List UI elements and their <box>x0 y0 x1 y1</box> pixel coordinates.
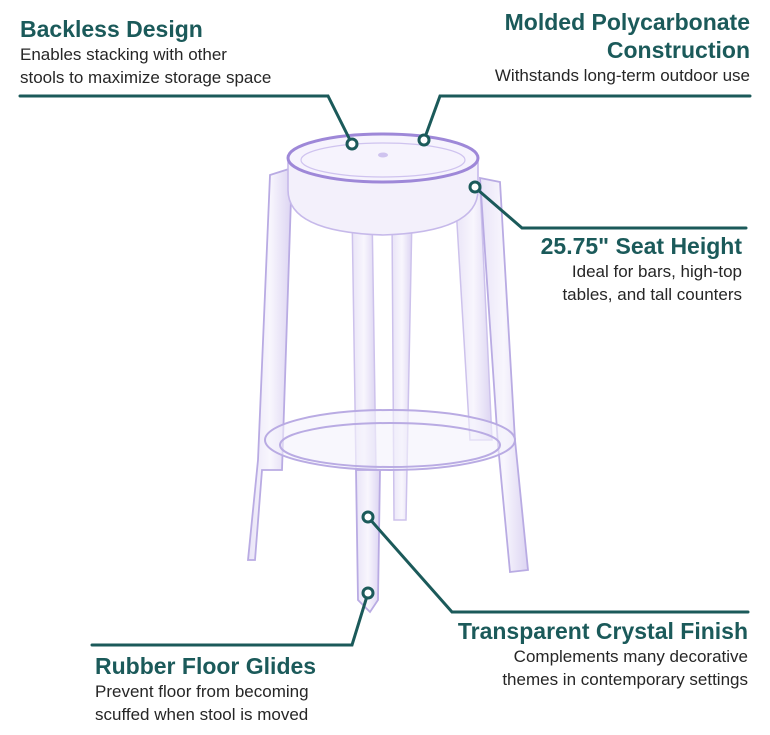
callout-dots <box>345 133 482 600</box>
callout-desc-line: Ideal for bars, high-top <box>571 262 742 281</box>
callout-title: Transparent Crystal Finish <box>457 618 748 644</box>
dot-molded <box>417 133 431 147</box>
leader-backless <box>18 94 354 146</box>
callout-molded-polycarbonate: Molded Polycarbonate Construction Withst… <box>495 8 750 87</box>
dot-finish <box>361 510 375 524</box>
callout-desc-line: Prevent floor from becoming <box>95 682 309 701</box>
dot-seat-height <box>468 180 482 194</box>
dot-backless <box>345 137 359 151</box>
callout-seat-height: 25.75" Seat Height Ideal for bars, high-… <box>541 232 742 306</box>
callout-title: 25.75" Seat Height <box>540 233 742 259</box>
callout-title: Molded Polycarbonate <box>504 9 750 35</box>
leader-lines <box>18 94 752 647</box>
callout-desc-line: Enables stacking with other <box>20 45 227 64</box>
callout-transparent-crystal-finish: Transparent Crystal Finish Complements m… <box>458 617 748 691</box>
callout-desc-line: tables, and tall counters <box>562 285 742 304</box>
callout-title: Backless Design <box>20 16 203 42</box>
foot-ring <box>264 409 516 471</box>
seat <box>286 132 480 236</box>
leader-molded <box>422 94 752 142</box>
callout-title: Construction <box>606 37 750 63</box>
callout-desc-line: Complements many decorative <box>513 647 748 666</box>
callout-desc-line: scuffed when stool is moved <box>95 705 309 724</box>
callout-desc-line: themes in contemporary settings <box>502 670 748 689</box>
callout-desc-line: Withstands long-term outdoor use <box>494 66 750 85</box>
callout-rubber-floor-glides: Rubber Floor Glides Prevent floor from b… <box>95 652 316 726</box>
dot-glides <box>361 586 375 600</box>
callout-title: Rubber Floor Glides <box>95 653 317 679</box>
leader-finish <box>366 515 750 614</box>
leader-seat-height <box>476 188 748 230</box>
leader-glides <box>90 591 370 647</box>
callout-backless-design: Backless Design Enables stacking with ot… <box>20 15 271 89</box>
callout-desc-line: stools to maximize storage space <box>20 68 272 87</box>
